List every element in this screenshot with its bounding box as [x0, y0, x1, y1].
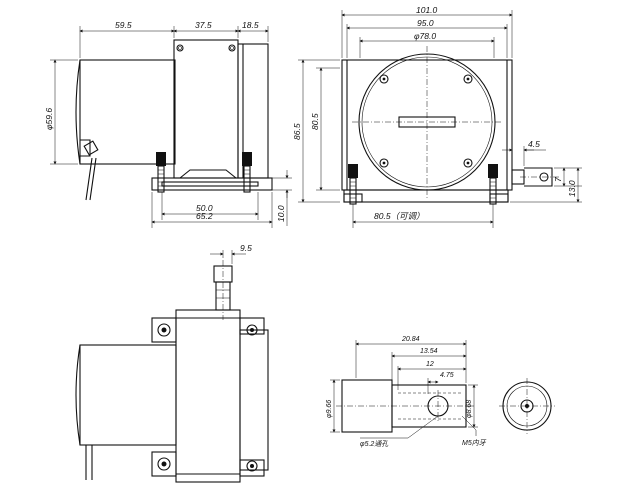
dim-w-cap: 18.5	[242, 20, 259, 30]
front-view: 101.0 95.0 φ78.0 86.5 80.5 4.5 7 13.0 80…	[292, 5, 582, 228]
dim-height-total: 86.5	[292, 123, 302, 140]
dim-exit-offset: 9.5	[240, 243, 252, 253]
dim-height-plate: 80.5	[310, 113, 320, 130]
dim-dia-drum: φ78.0	[414, 31, 436, 41]
dim-width-plate: 95.0	[417, 18, 434, 28]
detail-view: 20.84 13.54 12 4.75 φ9.66 φ8.68 φ5.2通孔 M…	[326, 336, 555, 448]
side-motor-cap	[75, 59, 81, 165]
dim-len-total: 20.84	[401, 336, 420, 343]
dim-w-motor: 59.5	[115, 20, 132, 30]
side-bolt-left	[156, 152, 166, 193]
side-view: 59.5 37.5 18.5 φ59.6 50.0 65.2 10.0	[44, 20, 292, 228]
top-end-cap	[239, 329, 269, 471]
front-bolt-left	[348, 164, 358, 205]
top-cable-exit	[213, 260, 233, 320]
dim-dia-motor: φ59.6	[44, 108, 54, 130]
side-cable-gland	[80, 139, 91, 157]
front-screws	[379, 74, 473, 168]
top-motor-body	[79, 344, 177, 446]
dim-base-inner: 50.0	[196, 203, 213, 213]
dim-len-inner: 12	[426, 361, 434, 368]
note-thread: M5内牙	[462, 439, 487, 447]
top-main-box	[175, 309, 241, 483]
dim-len-mid: 13.54	[420, 348, 438, 355]
side-motor-body	[79, 59, 176, 165]
dim-pin-h1: 7	[553, 177, 563, 182]
side-main-box	[173, 39, 239, 179]
side-base-plate	[151, 177, 273, 191]
dim-pin-h2: 13.0	[567, 180, 577, 197]
front-base	[343, 189, 509, 203]
side-bolt-right	[242, 152, 252, 193]
front-slot	[398, 116, 456, 128]
top-view: 9.5	[75, 243, 269, 483]
detail-end-view	[499, 378, 555, 434]
dim-base-outer: 65.2	[196, 211, 213, 221]
note-through-hole: φ5.2通孔	[360, 440, 389, 448]
top-mount-ears	[151, 317, 265, 477]
dim-dia-end: φ8.68	[466, 400, 473, 418]
dim-w-box: 37.5	[195, 20, 212, 30]
dim-dia-body: φ9.66	[326, 400, 333, 418]
dim-width-mount: 80.5（可调）	[374, 211, 425, 221]
dim-len-hole: 4.75	[440, 372, 454, 379]
dim-base-height: 10.0	[276, 205, 286, 222]
front-cable-pin	[511, 167, 560, 187]
front-bolt-right	[488, 164, 498, 205]
dim-width-total: 101.0	[416, 5, 438, 15]
dim-pin-offset: 4.5	[528, 139, 540, 149]
